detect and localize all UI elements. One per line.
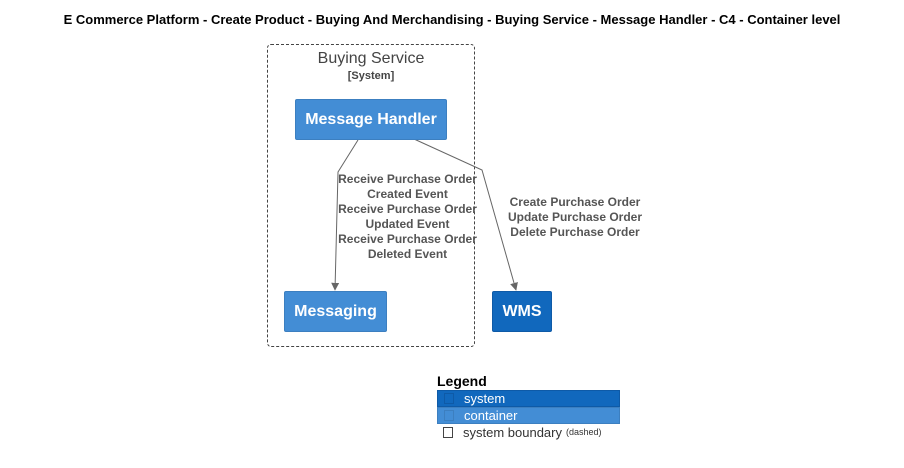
boundary-type: [System] bbox=[347, 70, 395, 82]
legend-item-boundary: system boundary (dashed) bbox=[437, 424, 620, 441]
legend-label: system boundary bbox=[463, 425, 562, 440]
edge-label-line: Updated Event bbox=[365, 217, 450, 231]
edge-label-line: Receive Purchase Order bbox=[338, 202, 477, 216]
edge-label-line: Receive Purchase Order bbox=[338, 232, 477, 246]
wms-system[interactable]: WMS bbox=[492, 291, 552, 332]
legend-label: container bbox=[464, 408, 518, 423]
edge-label-messaging: Receive Purchase Order Created Event Rec… bbox=[335, 172, 480, 262]
boundary-name: Buying Service bbox=[317, 50, 425, 67]
edge-handler-to-messaging bbox=[331, 139, 359, 291]
legend-label: system bbox=[464, 391, 506, 406]
container-swatch-icon bbox=[444, 410, 454, 421]
edge-label-line: Update Purchase Order bbox=[507, 210, 643, 224]
edge-label-line: Receive Purchase Order bbox=[338, 172, 477, 186]
diagram-title: E Commerce Platform - Create Product - B… bbox=[63, 12, 841, 27]
edge-handler-to-wms bbox=[413, 138, 518, 291]
legend-title: Legend bbox=[437, 373, 487, 389]
edge-label-wms: Create Purchase Order Update Purchase Or… bbox=[502, 195, 648, 240]
messaging-container[interactable]: Messaging bbox=[284, 291, 387, 332]
boundary-swatch-icon bbox=[443, 427, 453, 438]
edge-label-line: Delete Purchase Order bbox=[510, 225, 640, 239]
edge-label-line: Created Event bbox=[367, 187, 448, 201]
message-handler-container[interactable]: Message Handler bbox=[295, 99, 447, 140]
edge-label-line: Create Purchase Order bbox=[509, 195, 641, 209]
legend-note: (dashed) bbox=[566, 427, 602, 437]
system-swatch-icon bbox=[444, 393, 454, 404]
edge-label-line: Deleted Event bbox=[367, 247, 448, 261]
legend: Legend system container system boundary … bbox=[437, 373, 620, 441]
buying-service-boundary: Buying Service [System] bbox=[267, 44, 475, 347]
legend-item-container: container bbox=[437, 407, 620, 424]
legend-item-system: system bbox=[437, 390, 620, 407]
